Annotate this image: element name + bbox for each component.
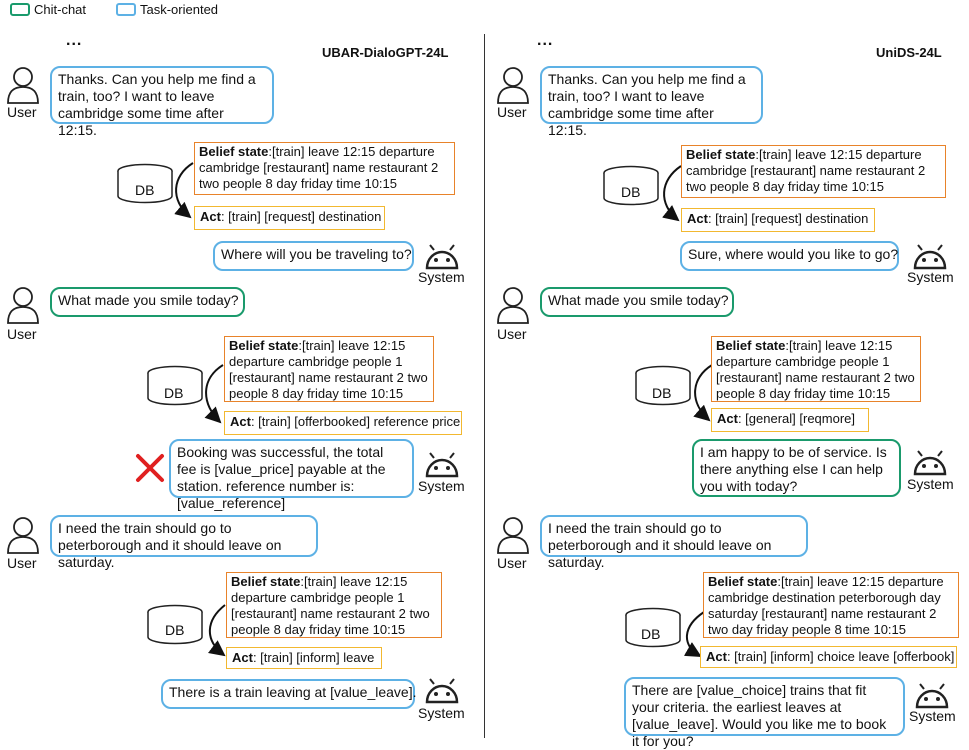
left-user-turn-2: What made you smile today? — [50, 287, 245, 317]
act-label: Act — [687, 211, 708, 226]
db-label: DB — [165, 622, 185, 638]
user-icon — [497, 517, 529, 554]
left-user-turn-1: Thanks. Can you help me find a train, to… — [50, 66, 274, 138]
android-robot-icon — [915, 683, 949, 709]
act-label: Act — [200, 209, 221, 224]
database-icon — [635, 365, 691, 406]
user-label: User — [497, 326, 527, 342]
right-system-turn-3: There are [value_choice] trains that fit… — [624, 677, 905, 749]
db-label: DB — [641, 626, 661, 642]
left-ellipsis: ... — [66, 32, 83, 49]
belief-state-text: :[train] leave 12:15 departure cambridge… — [229, 338, 428, 401]
system-label: System — [418, 269, 465, 285]
right-user-turn-2: What made you smile today? — [540, 287, 734, 317]
user-icon — [7, 67, 39, 104]
android-robot-icon — [425, 452, 459, 478]
system-label: System — [907, 269, 954, 285]
user-icon — [7, 517, 39, 554]
right-belief-state-3: Belief state:[train] leave 12:15 departu… — [703, 572, 959, 638]
legend-chit-chat-swatch — [10, 3, 30, 16]
right-ellipsis: ... — [537, 32, 554, 49]
android-robot-icon — [913, 244, 947, 270]
right-model-title: UniDS-24L — [876, 45, 942, 60]
cross-mark-icon — [136, 454, 164, 482]
left-belief-state-2: Belief state:[train] leave 12:15 departu… — [224, 336, 434, 402]
user-icon — [497, 287, 529, 324]
right-act-1: Act: [train] [request] destination — [681, 208, 875, 232]
right-user-turn-3: I need the train should go to peterborou… — [540, 515, 808, 570]
left-user-turn-3: I need the train should go to peterborou… — [50, 515, 318, 570]
left-belief-state-1: Belief state:[train] leave 12:15 departu… — [194, 142, 455, 195]
database-icon — [147, 604, 203, 645]
database-icon — [117, 163, 173, 204]
belief-state-label: Belief state — [231, 574, 301, 589]
panel-divider — [484, 34, 485, 738]
belief-state-text: :[train] leave 12:15 departure cambridge… — [686, 147, 926, 194]
left-act-3: Act: [train] [inform] leave — [226, 647, 382, 669]
legend-task-oriented-label: Task-oriented — [140, 2, 219, 17]
left-system-turn-3: There is a train leaving at [value_leave… — [161, 679, 416, 709]
right-act-3: Act: [train] [inform] choice leave [offe… — [700, 646, 957, 668]
left-model-title: UBAR-DialoGPT-24L — [322, 45, 449, 60]
database-icon — [625, 607, 681, 648]
user-label: User — [7, 326, 37, 342]
user-label: User — [497, 555, 527, 571]
db-label: DB — [164, 385, 184, 401]
act-label: Act — [717, 411, 738, 426]
user-label: User — [7, 555, 37, 571]
left-belief-state-3: Belief state:[train] leave 12:15 departu… — [226, 572, 442, 638]
left-act-2: Act: [train] [offerbooked] reference pri… — [224, 411, 462, 435]
right-belief-state-1: Belief state:[train] leave 12:15 departu… — [681, 145, 946, 198]
left-act-1: Act: [train] [request] destination — [194, 206, 385, 230]
belief-state-label: Belief state — [686, 147, 756, 162]
act-label: Act — [232, 650, 253, 665]
system-label: System — [418, 705, 465, 721]
system-label: System — [909, 708, 956, 724]
system-label: System — [418, 478, 465, 494]
act-label: Act — [230, 414, 251, 429]
user-icon — [7, 287, 39, 324]
right-act-2: Act: [general] [reqmore] — [711, 408, 869, 432]
database-icon — [147, 365, 203, 406]
user-icon — [497, 67, 529, 104]
belief-state-text: :[train] leave 12:15 departure cambridge… — [708, 574, 944, 637]
database-icon — [603, 165, 659, 206]
belief-state-text: :[train] leave 12:15 departure cambridge… — [199, 144, 439, 191]
belief-state-label: Belief state — [229, 338, 299, 353]
belief-state-label: Belief state — [716, 338, 786, 353]
system-label: System — [907, 476, 954, 492]
act-text: : [train] [request] destination — [220, 209, 382, 224]
act-text: : [train] [inform] choice leave [offerbo… — [726, 649, 955, 664]
right-system-turn-2: I am happy to be of service. Is there an… — [692, 439, 901, 497]
user-label: User — [7, 104, 37, 120]
db-label: DB — [652, 385, 672, 401]
belief-state-label: Belief state — [199, 144, 269, 159]
left-system-turn-2: Booking was successful, the total fee is… — [169, 439, 414, 511]
act-text: : [general] [reqmore] — [737, 411, 856, 426]
legend-chit-chat-label: Chit-chat — [34, 2, 87, 17]
android-robot-icon — [425, 678, 459, 704]
act-label: Act — [706, 649, 727, 664]
belief-state-text: :[train] leave 12:15 departure cambridge… — [231, 574, 430, 637]
android-robot-icon — [425, 244, 459, 270]
act-text: : [train] [inform] leave — [252, 650, 375, 665]
legend-task-oriented-swatch — [116, 3, 136, 16]
belief-state-text: :[train] leave 12:15 departure cambridge… — [716, 338, 915, 401]
android-robot-icon — [913, 450, 947, 476]
user-label: User — [497, 104, 527, 120]
left-system-turn-1: Where will you be traveling to? — [213, 241, 414, 271]
db-label: DB — [621, 184, 641, 200]
right-system-turn-1: Sure, where would you like to go? — [680, 241, 899, 271]
right-user-turn-1: Thanks. Can you help me find a train, to… — [540, 66, 763, 138]
act-text: : [train] [offerbooked] reference price — [250, 414, 461, 429]
right-belief-state-2: Belief state:[train] leave 12:15 departu… — [711, 336, 921, 402]
belief-state-label: Belief state — [708, 574, 778, 589]
db-label: DB — [135, 182, 155, 198]
act-text: : [train] [request] destination — [707, 211, 869, 226]
